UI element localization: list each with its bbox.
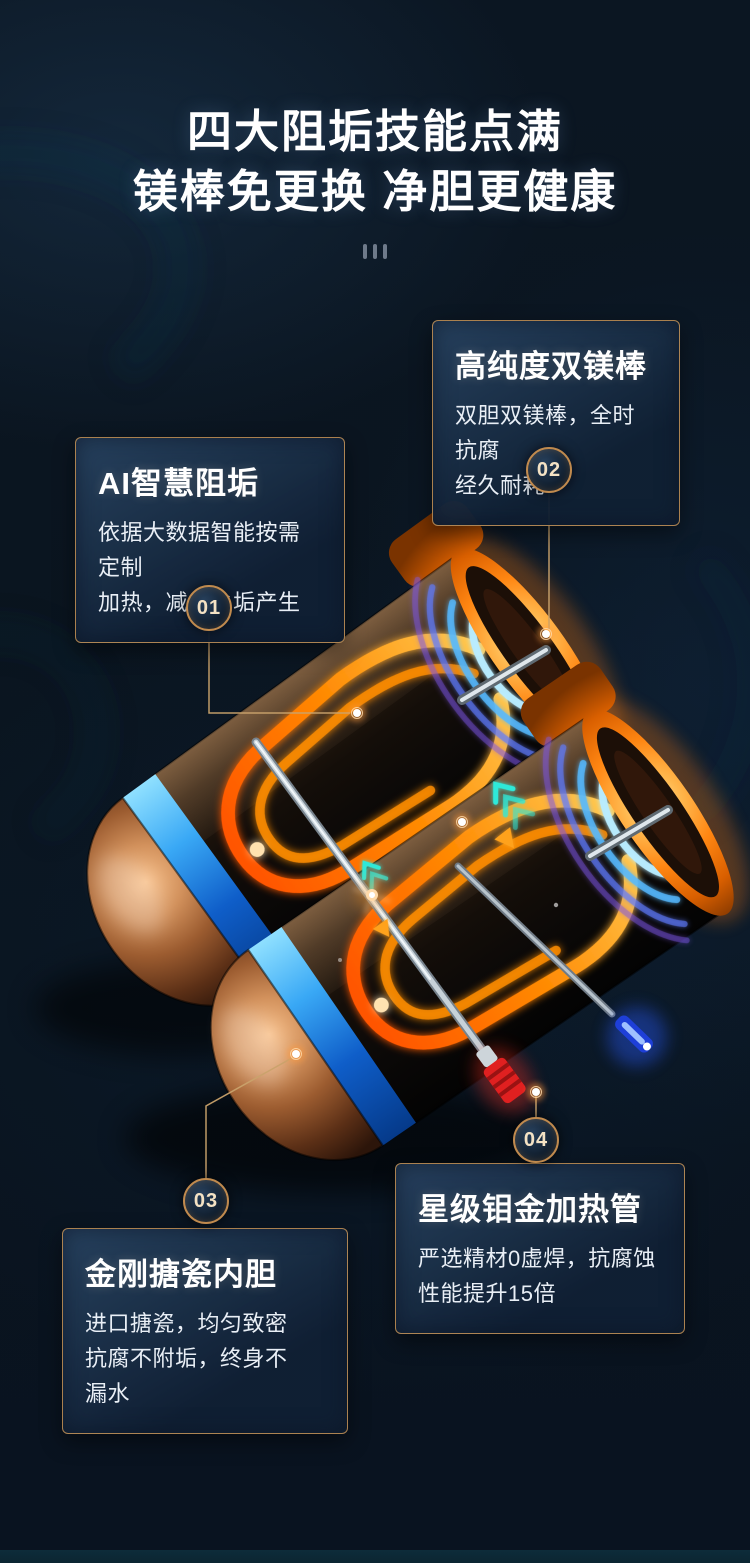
feature-badge-03: 03 xyxy=(183,1178,229,1224)
feature-description: 进口搪瓷，均匀致密 抗腐不附垢，终身不 漏水 xyxy=(85,1311,288,1406)
sensor-rod xyxy=(454,862,616,1018)
feature-badge-04: 04 xyxy=(513,1117,559,1163)
section-title-line1: 四大阻垢技能点满 xyxy=(186,106,563,157)
feature-title: AI智慧阻垢 xyxy=(98,466,259,501)
triple-bars-divider-icon xyxy=(0,244,750,259)
feature-badge-01: 01 xyxy=(186,585,232,631)
sensor-tip-blue xyxy=(606,1006,667,1067)
feature-card-heating-tube: 星级钼金加热管 严选精材0虚焊，抗腐蚀 性能提升15倍 xyxy=(395,1163,685,1334)
feature-description: 严选精材0虚焊，抗腐蚀 性能提升15倍 xyxy=(418,1246,656,1306)
section-header: 四大阻垢技能点满 镁棒免更换 净胆更健康 xyxy=(0,102,750,222)
feature-badge-02: 02 xyxy=(526,447,572,493)
heater-valve-red xyxy=(474,1045,534,1113)
magnesium-rod-upper xyxy=(457,645,551,705)
feature-description: 双胆双镁棒，全时抗腐 经久耐耗 xyxy=(455,403,636,498)
next-section-strip xyxy=(0,1550,750,1563)
feature-title: 星级钼金加热管 xyxy=(418,1192,642,1227)
flow-arrows-upper xyxy=(493,781,536,849)
section-title-line2: 镁棒免更换 净胆更健康 xyxy=(132,166,618,217)
feature-title: 金刚搪瓷内胆 xyxy=(85,1257,277,1292)
feature-card-enamel-liner: 金刚搪瓷内胆 进口搪瓷，均匀致密 抗腐不附垢，终身不 漏水 xyxy=(62,1228,348,1434)
surface-specks xyxy=(338,902,559,962)
feature-card-magnesium-rods: 高纯度双镁棒 双胆双镁棒，全时抗腐 经久耐耗 xyxy=(432,320,680,526)
anchor-dots xyxy=(287,625,555,1101)
feature-title: 高纯度双镁棒 xyxy=(455,349,647,384)
glow-spark xyxy=(352,875,392,915)
magnesium-rod-lower xyxy=(585,805,673,861)
